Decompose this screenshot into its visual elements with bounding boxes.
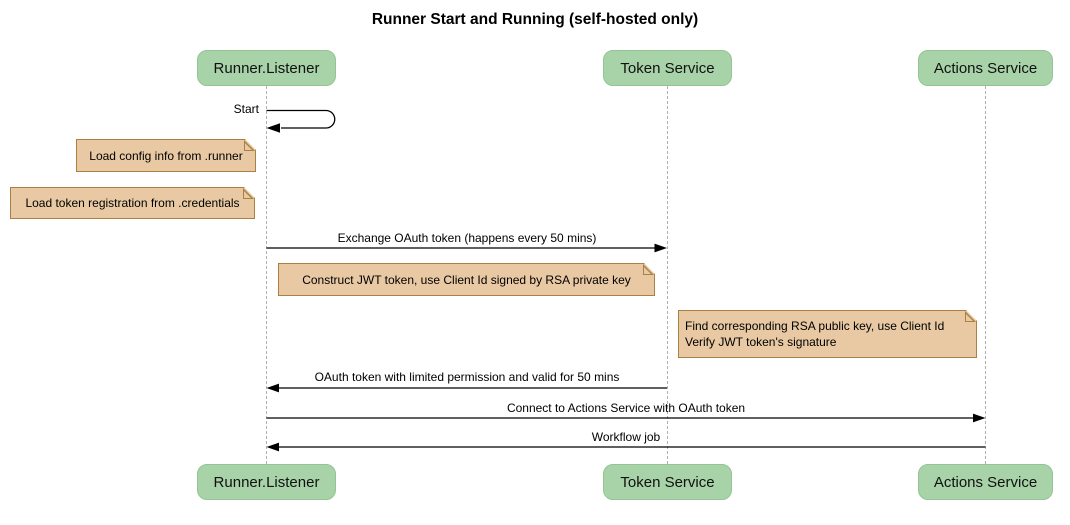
note-load-token-registration: Load token registration from .credential… bbox=[10, 187, 255, 219]
lifeline-runner-listener bbox=[266, 86, 267, 464]
diagram-title: Runner Start and Running (self-hosted on… bbox=[371, 11, 699, 28]
arrowhead-left-icon bbox=[266, 383, 279, 393]
note-construct-jwt: Construct JWT token, use Client Id signe… bbox=[278, 263, 655, 296]
participant-actions-service-top: Actions Service bbox=[918, 50, 1053, 86]
arrowhead-left-icon bbox=[266, 442, 279, 452]
message-label-start: Start bbox=[233, 102, 259, 116]
note-load-config: Load config info from .runner bbox=[76, 139, 256, 172]
participant-runner-listener-top: Runner.Listener bbox=[197, 50, 336, 86]
arrowhead-right-icon bbox=[654, 243, 667, 253]
participant-token-service-top: Token Service bbox=[603, 50, 732, 86]
participant-runner-listener-bottom: Runner.Listener bbox=[197, 464, 336, 500]
participant-label: Runner.Listener bbox=[213, 473, 320, 491]
note-fold-icon bbox=[244, 140, 255, 151]
note-fold-icon bbox=[643, 264, 654, 275]
message-label-connect-actions: Connect to Actions Service with OAuth to… bbox=[506, 401, 746, 415]
note-text: Load config info from .runner bbox=[89, 148, 243, 163]
participant-label: Runner.Listener bbox=[213, 59, 320, 77]
participant-actions-service-bottom: Actions Service bbox=[918, 464, 1053, 500]
participant-label: Actions Service bbox=[933, 473, 1038, 491]
message-label-exchange-oauth: Exchange OAuth token (happens every 50 m… bbox=[337, 231, 597, 245]
note-text: Find corresponding RSA public key, use C… bbox=[685, 319, 945, 349]
participant-label: Token Service bbox=[620, 473, 715, 491]
note-text: Load token registration from .credential… bbox=[25, 196, 240, 210]
self-arrow-start bbox=[266, 109, 336, 129]
note-fold-icon bbox=[965, 311, 976, 322]
note-fold-icon bbox=[243, 188, 254, 199]
lifeline-token-service bbox=[667, 86, 668, 464]
participant-label: Actions Service bbox=[933, 59, 1038, 77]
participant-token-service-bottom: Token Service bbox=[603, 464, 732, 500]
message-label-oauth-return: OAuth token with limited permission and … bbox=[314, 370, 620, 384]
note-verify-jwt: Find corresponding RSA public key, use C… bbox=[678, 310, 977, 358]
arrowhead-right-icon bbox=[973, 413, 986, 423]
participant-label: Token Service bbox=[620, 59, 715, 77]
lifeline-actions-service bbox=[985, 86, 986, 464]
message-label-workflow-job: Workflow job bbox=[591, 430, 661, 444]
note-text: Construct JWT token, use Client Id signe… bbox=[302, 272, 631, 287]
arrowhead-left-icon bbox=[266, 123, 280, 133]
